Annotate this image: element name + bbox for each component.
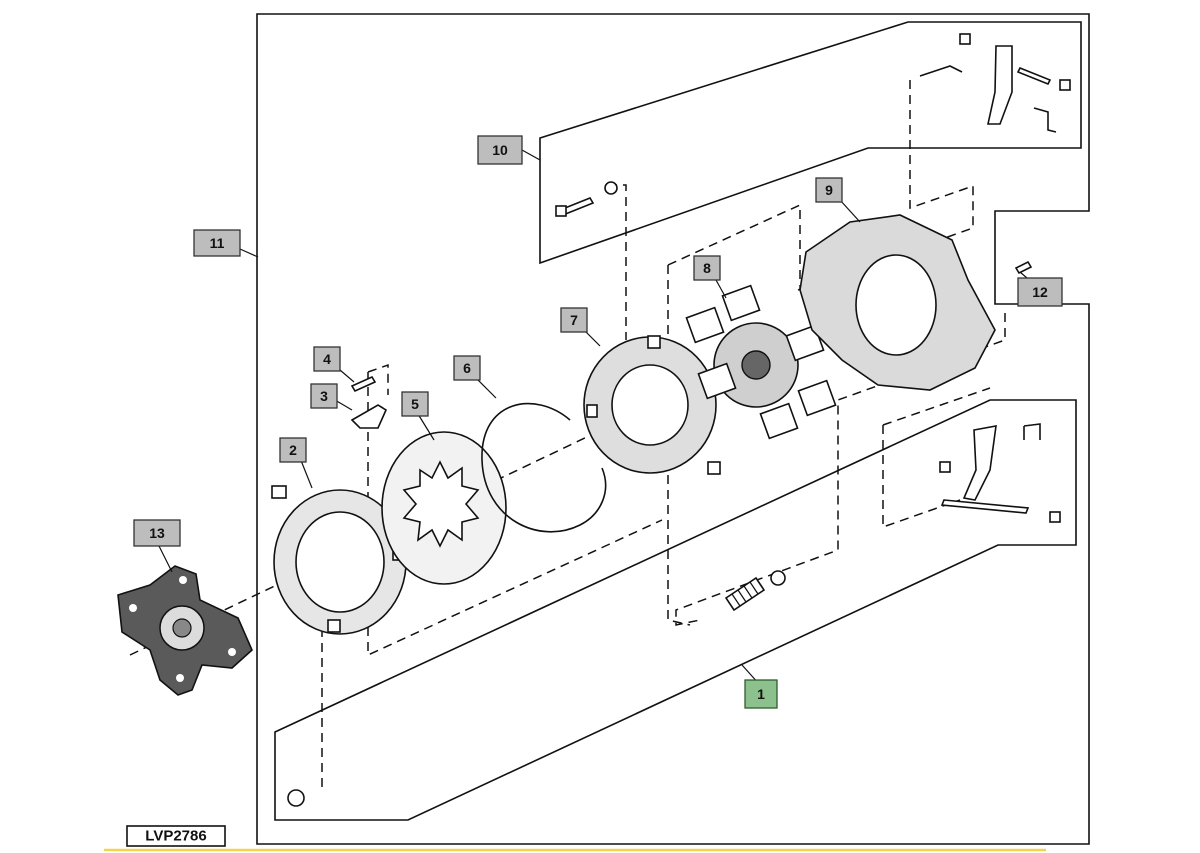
kit-frame-10 <box>539 21 1082 265</box>
pressure-plate-2 <box>271 485 407 635</box>
svg-text:7: 7 <box>570 312 578 328</box>
splined-disc-5 <box>381 431 507 585</box>
callout-9: 9 <box>815 177 843 203</box>
callout-6: 6 <box>453 355 481 381</box>
spring-and-nut <box>724 570 786 612</box>
figure-id-label: LVP2786 <box>126 825 226 847</box>
bracket-dashed-middle <box>667 203 801 290</box>
svg-text:6: 6 <box>463 360 471 376</box>
callout-8: 8 <box>693 255 721 281</box>
kit-frame-1 <box>274 399 1077 821</box>
svg-text:9: 9 <box>825 182 833 198</box>
callout-10: 10 <box>477 135 523 165</box>
bracket-dashed-bolt <box>608 184 627 340</box>
callout-7: 7 <box>560 307 588 333</box>
pin-4 <box>350 375 377 393</box>
flywheel-disc-13 <box>117 565 253 696</box>
bolt-12 <box>1014 260 1033 275</box>
clutch-housing-9 <box>799 214 996 391</box>
bracket-dashed-lever <box>882 387 991 529</box>
callout-1: 1 <box>744 679 778 709</box>
svg-text:4: 4 <box>323 351 331 367</box>
bracket-dashed-right <box>675 313 1006 626</box>
assembly-frame-11 <box>256 13 1090 845</box>
linkage-upper <box>919 33 1071 133</box>
callout-13: 13 <box>133 519 181 547</box>
svg-text:12: 12 <box>1032 284 1048 300</box>
svg-text:LVP2786: LVP2786 <box>145 828 206 845</box>
nut-bottom <box>287 789 305 807</box>
snap-ring-6 <box>481 402 607 533</box>
clutch-disc-8 <box>685 284 837 440</box>
bracket-dashed-plate <box>367 363 663 657</box>
lever-lower <box>939 423 1061 523</box>
clip-3 <box>350 404 388 429</box>
svg-text:3: 3 <box>320 388 328 404</box>
svg-text:10: 10 <box>492 142 508 158</box>
svg-text:1: 1 <box>757 686 765 702</box>
svg-text:2: 2 <box>289 442 297 458</box>
callout-11: 11 <box>193 229 241 257</box>
bolt-and-nut-10 <box>555 181 618 217</box>
svg-text:8: 8 <box>703 260 711 276</box>
callout-3: 3 <box>310 383 338 409</box>
cover-plate-7 <box>583 335 721 475</box>
callout-2: 2 <box>279 437 307 463</box>
callout-5: 5 <box>401 391 429 417</box>
callout-12: 12 <box>1017 277 1063 307</box>
svg-text:11: 11 <box>210 235 225 251</box>
callout-4: 4 <box>313 346 341 372</box>
svg-text:13: 13 <box>149 525 165 541</box>
svg-text:5: 5 <box>411 396 419 412</box>
